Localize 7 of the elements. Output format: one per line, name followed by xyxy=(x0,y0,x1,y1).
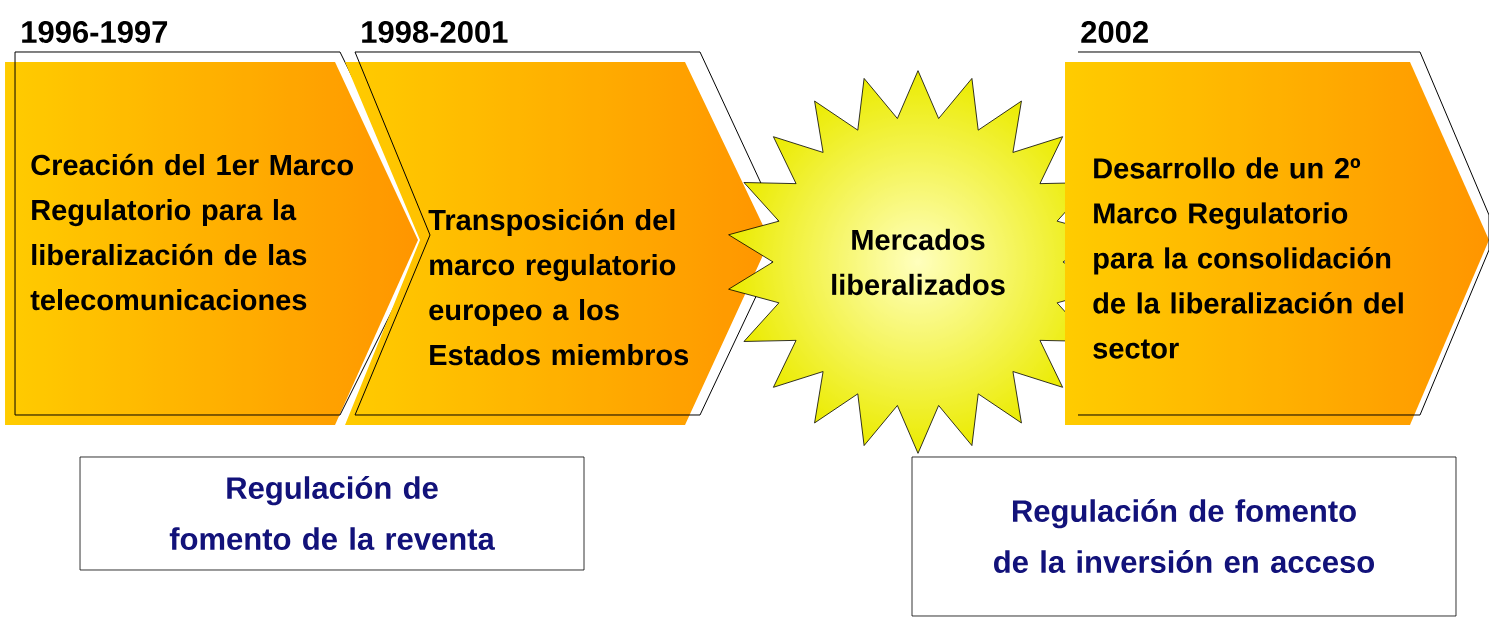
text-box: Regulación de fomento de la reventa xyxy=(79,456,585,571)
year-heading: 1996-1997 xyxy=(22,21,168,43)
stage-text: Transposición del marco regulatorio europeo a los Estados miembros xyxy=(428,208,689,366)
year-heading: 1998-2001 xyxy=(362,21,508,43)
stage-text: Creación del 1er Marco Regulatorio para la liberalización de las telecomunicaciones xyxy=(30,153,353,311)
year-heading: 2002 xyxy=(1081,21,1148,43)
text-box: Regulación de fomento de la inversión en acceso xyxy=(911,456,1457,617)
